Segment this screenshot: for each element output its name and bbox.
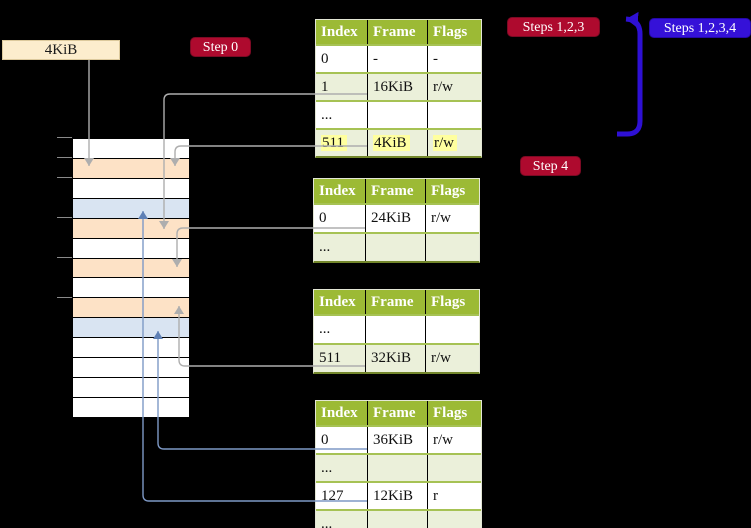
table-cell: [368, 102, 428, 128]
memory-frame-row: [73, 278, 189, 299]
table-row: ...: [316, 511, 481, 528]
highlighted-value: r/w: [433, 135, 457, 151]
table-cell: [428, 102, 481, 128]
memory-frame-row: [73, 198, 189, 219]
header-cell: Index: [316, 401, 368, 425]
table-cell: [426, 234, 479, 261]
table-cell: r: [433, 488, 438, 504]
table-cell: 127: [316, 483, 368, 509]
table-cell: -: [368, 46, 428, 72]
memory-frame-row: [73, 397, 189, 417]
physical-memory-column: [72, 138, 190, 418]
table-cell: 0: [314, 205, 366, 232]
table-cell: ...: [316, 511, 368, 528]
address-tick: [57, 257, 72, 258]
address-tick: [57, 297, 72, 298]
table-cell: ...: [316, 455, 368, 481]
page-size-label: 4KiB: [2, 40, 120, 60]
table-cell: 511: [314, 345, 366, 372]
header-cell: Flags: [433, 405, 468, 421]
table-cell: ...: [316, 102, 368, 128]
memory-frame-row: [73, 238, 189, 259]
header-cell: Index: [314, 290, 366, 314]
table-cell: [428, 455, 481, 481]
table-cell: 32KiB: [366, 345, 426, 372]
table-cell: [368, 511, 428, 528]
memory-frame-row: [73, 338, 189, 359]
memory-frame-row: [73, 218, 189, 239]
header-cell: Flags: [431, 183, 466, 199]
table-row: ...: [316, 455, 481, 483]
table-cell: 1: [316, 74, 368, 100]
memory-frame-row: [73, 258, 189, 279]
table-cell: ...: [314, 316, 366, 343]
table-cell: r/w: [431, 350, 451, 366]
header-cell: Flags: [433, 24, 468, 40]
table-cell: r/w: [433, 432, 453, 448]
table-cell: 0: [316, 427, 368, 453]
memory-frame-row: [73, 158, 189, 179]
table-cell: 0: [316, 46, 368, 72]
table-cell: ...: [314, 234, 366, 261]
table-cell: [428, 511, 481, 528]
memory-frame-row: [73, 298, 189, 319]
table-cell: 511: [316, 130, 368, 156]
address-tick: [57, 177, 72, 178]
table-cell: [366, 316, 426, 343]
table-cell: r/w: [433, 79, 453, 95]
address-tick: [57, 157, 72, 158]
header-cell: Frame: [368, 401, 428, 425]
table-cell: -: [433, 51, 438, 67]
table-row: ...: [314, 316, 479, 345]
table-cell: [368, 455, 428, 481]
memory-frame-row: [73, 358, 189, 379]
highlighted-value: 4KiB: [373, 135, 410, 151]
table-row: 511 4KiB r/w: [316, 130, 481, 156]
header-cell: Frame: [366, 290, 426, 314]
arrow-steps-loop: [617, 11, 643, 137]
table-row: ...: [316, 102, 481, 130]
badge-steps-1-2-3: Steps 1,2,3: [507, 17, 600, 37]
table-cell: 24KiB: [366, 205, 426, 232]
table-cell: [426, 316, 479, 343]
address-tick: [57, 137, 72, 138]
table-cell: 36KiB: [368, 427, 428, 453]
table-cell: 12KiB: [368, 483, 428, 509]
header-cell: Frame: [366, 179, 426, 203]
memory-frame-row: [73, 178, 189, 199]
table-cell: 16KiB: [368, 74, 428, 100]
address-tick: [57, 217, 72, 218]
table-cell: r/w: [431, 210, 451, 226]
table-row: 0--: [316, 46, 481, 74]
header-cell: Flags: [431, 294, 466, 310]
memory-frame-row: [73, 139, 189, 159]
memory-frame-row: [73, 378, 189, 398]
table-cell: 4KiB: [368, 130, 428, 156]
badge-steps-1-2-3-4: Steps 1,2,3,4: [649, 18, 751, 38]
highlighted-value: 511: [321, 135, 347, 151]
table-cell: r/w: [428, 130, 481, 156]
table-row: ...: [314, 234, 479, 261]
header-cell: Frame: [368, 20, 428, 44]
badge-step-0: Step 0: [190, 37, 251, 57]
badge-step-4: Step 4: [520, 156, 581, 176]
table-cell: [366, 234, 426, 261]
header-cell: Index: [316, 20, 368, 44]
header-cell: Index: [314, 179, 366, 203]
memory-frame-row: [73, 318, 189, 339]
